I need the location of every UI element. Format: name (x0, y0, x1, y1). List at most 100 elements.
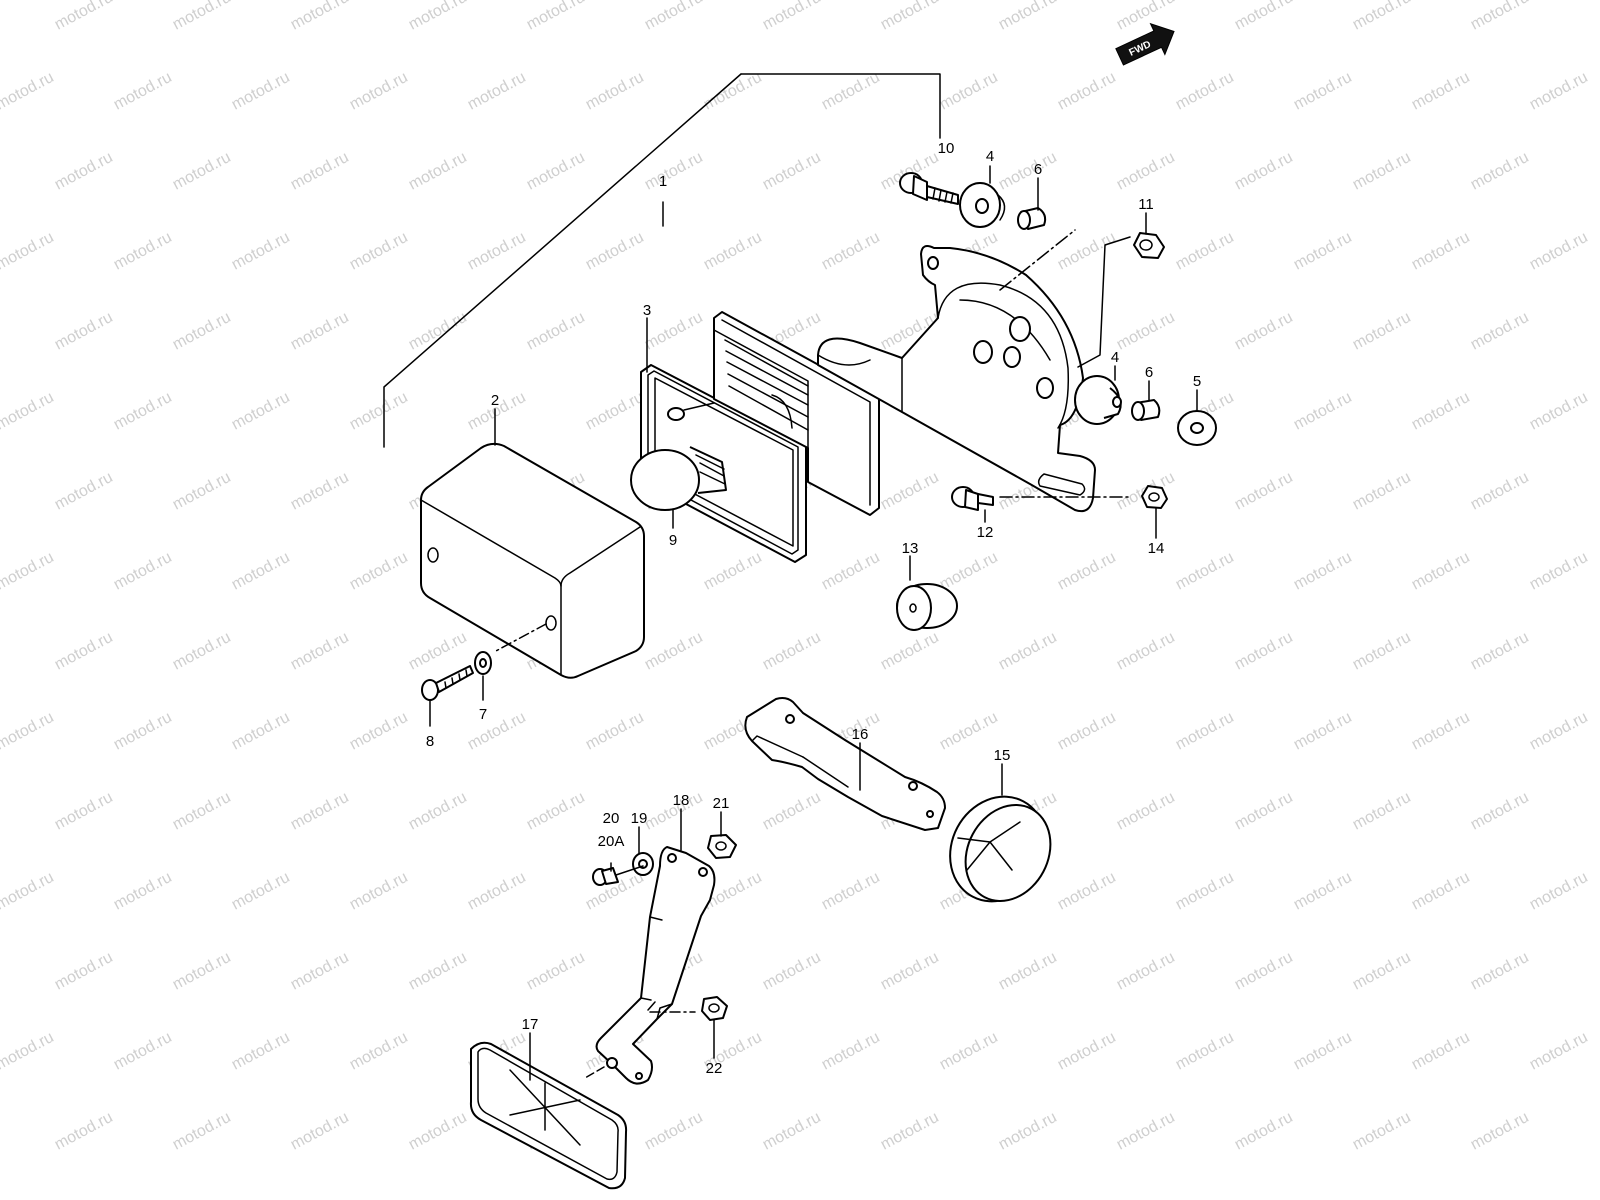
watermark-text: motod.ru (996, 949, 1060, 994)
watermark-text: motod.ru (760, 149, 824, 194)
watermark-text: motod.ru (1173, 869, 1237, 914)
callout-18: 18 (673, 792, 690, 809)
watermark-text: motod.ru (1468, 149, 1532, 194)
watermark-text: motod.ru (1468, 309, 1532, 354)
watermark-text: motod.ru (1527, 69, 1591, 114)
callout-labels: 1 2 3 4 4 5 6 6 7 8 9 10 11 12 13 14 15 … (426, 140, 1201, 1077)
watermark-text: motod.ru (0, 1029, 57, 1074)
watermark-text: motod.ru (288, 949, 352, 994)
watermark-text: motod.ru (1350, 949, 1414, 994)
watermark-text: motod.ru (111, 549, 175, 594)
watermark-text: motod.ru (347, 229, 411, 274)
watermark-text: motod.ru (1291, 69, 1355, 114)
watermark-text: motod.ru (0, 549, 57, 594)
watermark-text: motod.ru (1232, 1109, 1296, 1154)
watermark-text: motod.ru (642, 309, 706, 354)
watermark-text: motod.ru (937, 549, 1001, 594)
watermark-text: motod.ru (1232, 469, 1296, 514)
washer-5 (1177, 410, 1217, 446)
watermark-text: motod.ru (1173, 709, 1237, 754)
callout-20a: 20A (598, 833, 625, 850)
watermark-text: motod.ru (465, 69, 529, 114)
watermark-text: motod.ru (229, 1029, 293, 1074)
watermark-text: motod.ru (1409, 549, 1473, 594)
watermark-text: motod.ru (1291, 709, 1355, 754)
watermark-text: motod.ru (406, 1109, 470, 1154)
watermark-text: motod.ru (1350, 149, 1414, 194)
watermark-text: motod.ru (0, 869, 57, 914)
watermark-text: motod.ru (1409, 869, 1473, 914)
watermark-text: motod.ru (1232, 789, 1296, 834)
watermark-text: motod.ru (111, 1029, 175, 1074)
watermark-text: motod.ru (642, 1109, 706, 1154)
watermark-text: motod.ru (701, 549, 765, 594)
watermark-text: motod.ru (996, 1109, 1060, 1154)
watermark-text: motod.ru (347, 1029, 411, 1074)
watermark-text: motod.ru (288, 1109, 352, 1154)
watermark-text: motod.ru (760, 949, 824, 994)
watermark-text: motod.ru (996, 149, 1060, 194)
watermark-text: motod.ru (0, 229, 57, 274)
watermark-text: motod.ru (937, 69, 1001, 114)
callout-1: 1 (659, 173, 667, 190)
collar-6-upper (1017, 207, 1047, 230)
watermark-text: motod.ru (229, 549, 293, 594)
callout-14: 14 (1148, 540, 1165, 557)
callout-15: 15 (994, 747, 1011, 764)
watermark-text: motod.ru (111, 69, 175, 114)
watermark-text: motod.ru (1055, 709, 1119, 754)
callout-11: 11 (1138, 196, 1154, 213)
watermark-text: motod.ru (229, 69, 293, 114)
nut-22 (701, 996, 728, 1021)
watermark-text: motod.ru (524, 789, 588, 834)
watermark-text: motod.ru (819, 869, 883, 914)
watermark-text: motod.ru (170, 949, 234, 994)
watermark-text: motod.ru (170, 149, 234, 194)
watermark-text: motod.ru (288, 309, 352, 354)
watermark-text: motod.ru (1409, 69, 1473, 114)
watermark-layer: motod.ru motod.ru motod.ru motod.ru motod.ru… (0, 0, 1591, 1154)
watermark-text: motod.ru (0, 69, 57, 114)
watermark-text: motod.ru (1409, 229, 1473, 274)
watermark-text: motod.ru (1468, 469, 1532, 514)
rect-reflector-17 (469, 1041, 628, 1190)
watermark-text: motod.ru (465, 709, 529, 754)
watermark-text: motod.ru (1173, 549, 1237, 594)
callout-9: 9 (669, 532, 677, 549)
watermark-text: motod.ru (1350, 629, 1414, 674)
callout-10: 10 (938, 140, 955, 157)
watermark-text: motod.ru (1350, 1109, 1414, 1154)
watermark-text: motod.ru (524, 149, 588, 194)
watermark-text: motod.ru (1114, 149, 1178, 194)
watermark-text: motod.ru (347, 869, 411, 914)
watermark-text: motod.ru (1114, 789, 1178, 834)
watermark-text: motod.ru (229, 229, 293, 274)
watermark-text: motod.ru (760, 1109, 824, 1154)
watermark-text: motod.ru (406, 949, 470, 994)
callout-8: 8 (426, 733, 434, 750)
watermark-text: motod.ru (1232, 309, 1296, 354)
watermark-text: motod.ru (52, 0, 116, 34)
watermark-text: motod.ru (1173, 1029, 1237, 1074)
watermark-text: motod.ru (1232, 629, 1296, 674)
watermark-text: motod.ru (52, 309, 116, 354)
watermark-text: motod.ru (1291, 869, 1355, 914)
watermark-text: motod.ru (170, 309, 234, 354)
watermark-text: motod.ru (1468, 1109, 1532, 1154)
watermark-text: motod.ru (1232, 949, 1296, 994)
watermark-text: motod.ru (1350, 469, 1414, 514)
watermark-text: motod.ru (878, 629, 942, 674)
watermark-text: motod.ru (1527, 549, 1591, 594)
round-reflector-15 (949, 795, 1052, 903)
watermark-text: motod.ru (1468, 789, 1532, 834)
watermark-text: motod.ru (229, 869, 293, 914)
washer-7 (474, 651, 492, 701)
watermark-text: motod.ru (111, 229, 175, 274)
nut-11 (1133, 232, 1165, 259)
watermark-text: motod.ru (819, 229, 883, 274)
watermark-text: motod.ru (52, 149, 116, 194)
watermark-text: motod.ru (1055, 69, 1119, 114)
watermark-text: motod.ru (288, 629, 352, 674)
grommet-4-middle (1074, 375, 1122, 425)
